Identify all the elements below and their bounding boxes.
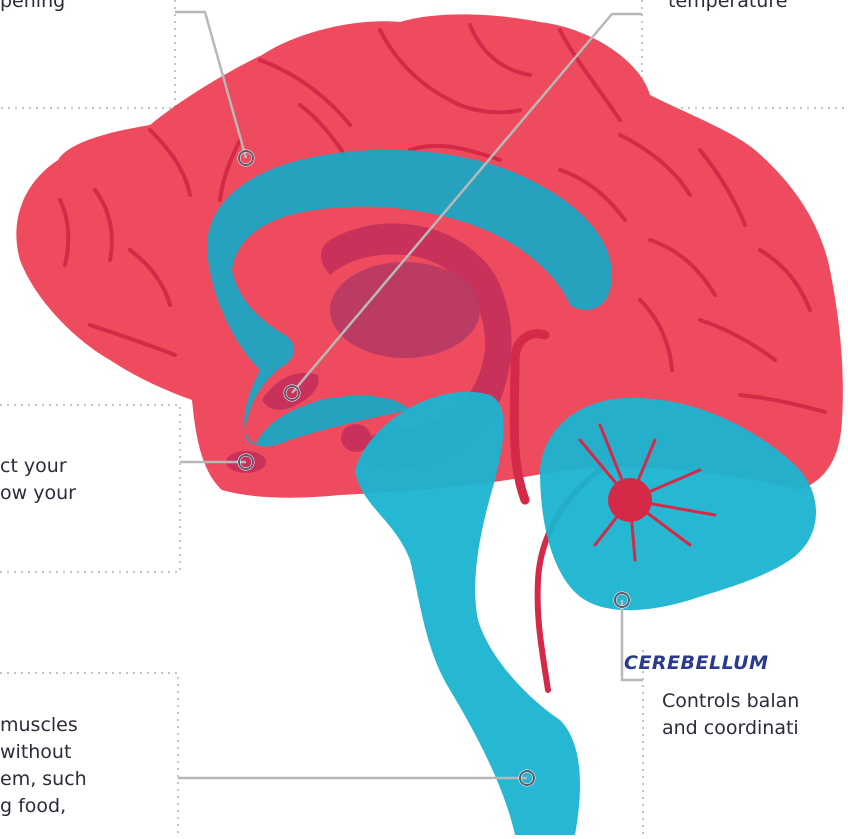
label-top-left: pening <box>0 0 65 13</box>
cerebellum-desc-2: and coordinati <box>662 717 799 740</box>
frame-top-left <box>0 0 175 108</box>
thalamus <box>330 262 480 358</box>
label-top-right: temperature <box>668 0 787 13</box>
label-bottom-left-1: muscles <box>0 714 78 737</box>
label-bottom-left-4: g food, <box>0 795 66 818</box>
cerebellum-desc-1: Controls balan <box>662 690 799 713</box>
arbor-vitae-core <box>608 478 652 522</box>
label-bottom-left-2: without <box>0 741 71 764</box>
label-left-mid-1: ct your <box>0 455 67 478</box>
label-bottom-left-3: em, such <box>0 768 87 791</box>
frame-top-right <box>642 0 848 108</box>
label-left-mid-2: ow your <box>0 482 76 505</box>
cerebellum-heading: CEREBELLUM <box>624 652 769 674</box>
